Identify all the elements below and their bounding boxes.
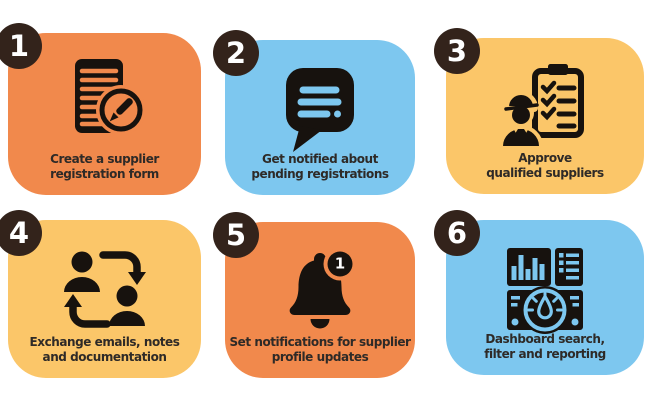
step-card-1: 1 Create a supplier registration form	[0, 23, 201, 195]
step-6-number: 6	[446, 215, 468, 250]
step-card-4: 4 Exchange emails, notes and documentati…	[0, 210, 201, 378]
document-edit-icon	[55, 53, 155, 153]
step-card-5: 5 1 Set notifications for supplier profi…	[213, 212, 415, 378]
step-3-caption: Approve qualified suppliers	[486, 150, 604, 181]
step-5-number: 5	[225, 217, 247, 252]
step-4-number: 4	[8, 215, 30, 250]
step-2-number-badge: 2	[213, 30, 259, 76]
step-6-caption: Dashboard search, filter and reporting	[484, 331, 606, 362]
step-card-3: 3 Approve qualified suppliers	[434, 28, 644, 194]
chat-bubble-icon	[270, 60, 370, 160]
step-2-number: 2	[225, 35, 247, 70]
step-4-number-badge: 4	[0, 210, 42, 256]
step-1-number-badge: 1	[0, 23, 42, 69]
step-2-caption: Get notified about pending registrations	[251, 151, 389, 182]
step-3-number-badge: 3	[434, 28, 480, 74]
step-5-caption: Set notifications for supplier profile u…	[229, 334, 411, 365]
step-1-number: 1	[8, 28, 30, 63]
approve-clipboard-icon	[495, 58, 595, 158]
step-4-caption: Exchange emails, notes and documentation	[29, 334, 180, 365]
dashboard-search-icon	[495, 240, 595, 340]
step-card-2: 2 Get notified about pending registratio…	[213, 30, 415, 195]
bell-badge-count: 1	[334, 254, 346, 273]
step-3-number: 3	[446, 33, 468, 68]
step-card-6: 6 Dashboard search, filter and reporting	[434, 210, 644, 375]
notification-bell-icon: 1	[270, 242, 370, 342]
step-1-caption: Create a supplier registration form	[50, 151, 159, 182]
step-5-number-badge: 5	[213, 212, 259, 258]
step-6-number-badge: 6	[434, 210, 480, 256]
exchange-people-icon	[55, 240, 155, 340]
